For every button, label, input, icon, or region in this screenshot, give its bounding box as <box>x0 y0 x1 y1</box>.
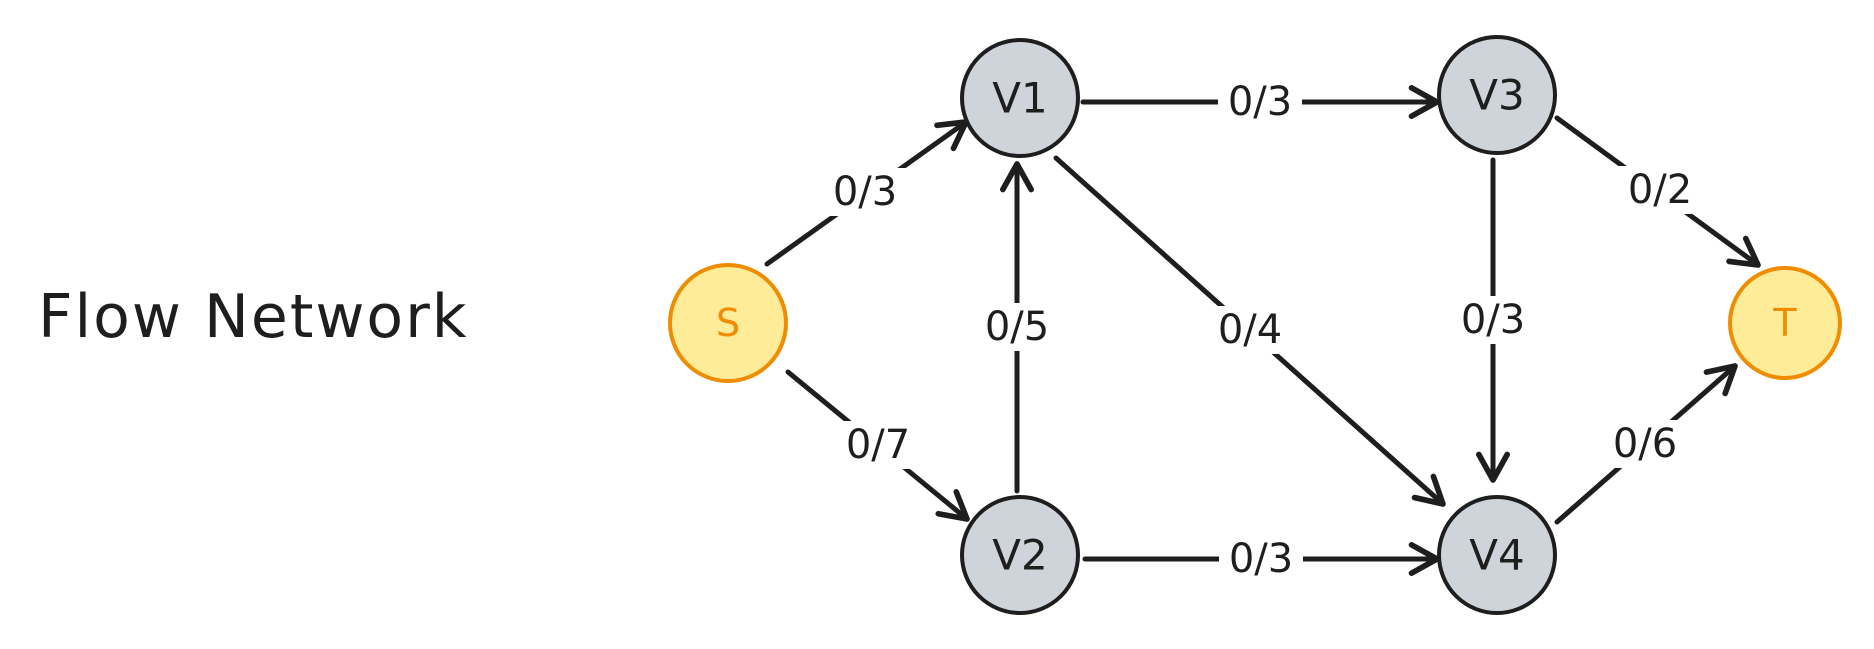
node-label-v1: V1 <box>992 74 1047 123</box>
node-circle-v1 <box>960 38 1080 158</box>
node-v1: V1 <box>960 38 1080 158</box>
edge-label-v2-v4: 0/3 <box>1229 536 1293 582</box>
node-label-t: T <box>1772 301 1797 345</box>
edge-v1-v3: 0/3 <box>1080 78 1440 126</box>
node-s: S <box>668 263 788 383</box>
edge-label-v2-v1: 0/5 <box>985 304 1049 350</box>
edge-label-v1-v3: 0/3 <box>1228 79 1292 125</box>
node-v2: V2 <box>960 495 1080 615</box>
node-circle-t <box>1728 266 1842 380</box>
edge-label-v3-t: 0/2 <box>1628 167 1692 213</box>
edge-v4-t: 0/6 <box>1554 363 1738 525</box>
edge-v3-v4: 0/3 <box>1451 157 1535 483</box>
node-label-v2: V2 <box>992 531 1047 580</box>
edge-label-backing <box>1208 306 1292 354</box>
node-v3: V3 <box>1437 35 1557 155</box>
diagram-title: Flow Network <box>38 282 469 352</box>
edge-label-v4-t: 0/6 <box>1613 421 1677 467</box>
edge-label-backing <box>1618 166 1702 214</box>
edge-s-v2: 0/7 <box>785 369 970 522</box>
node-label-s: S <box>716 301 740 345</box>
edge-label-backing <box>1218 78 1302 126</box>
node-label-v3: V3 <box>1469 71 1524 120</box>
edge-label-backing <box>1219 535 1303 583</box>
edges-layer: 0/3 0/7 0/5 0/3 0/4 0/3 0/3 0/2 0/6 <box>764 78 1761 583</box>
edge-label-backing <box>1603 420 1687 468</box>
edge-v2-v4: 0/3 <box>1082 535 1440 583</box>
edge-label-backing <box>823 168 907 216</box>
edge-s-v1: 0/3 <box>764 119 969 267</box>
node-t: T <box>1728 266 1842 380</box>
edge-label-backing <box>975 303 1059 351</box>
edge-label-backing <box>836 421 920 469</box>
node-circle-v4 <box>1437 495 1557 615</box>
edge-label-v1-v4: 0/4 <box>1218 307 1282 353</box>
edge-v2-v1: 0/5 <box>975 161 1059 494</box>
node-circle-v3 <box>1437 35 1557 155</box>
edge-label-backing <box>1451 296 1535 344</box>
edge-v3-t: 0/2 <box>1554 115 1761 268</box>
node-circle-v2 <box>960 495 1080 615</box>
edge-label-s-v2: 0/7 <box>846 422 910 468</box>
node-label-v4: V4 <box>1469 531 1524 580</box>
node-circle-s <box>668 263 788 383</box>
node-v4: V4 <box>1437 495 1557 615</box>
edge-label-s-v1: 0/3 <box>833 169 897 215</box>
edge-label-v3-v4: 0/3 <box>1461 297 1525 343</box>
edge-v1-v4: 0/4 <box>1053 155 1446 507</box>
